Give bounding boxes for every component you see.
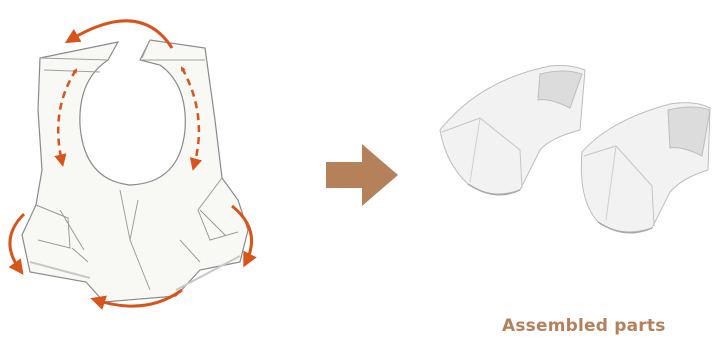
right-arrow-icon — [318, 140, 408, 210]
flat-pattern-shape — [22, 40, 248, 302]
left-assembled-part — [440, 66, 585, 195]
flat-pattern-diagram — [0, 0, 270, 343]
left-side-curved-arrow-icon — [10, 214, 24, 270]
right-assembled-part — [581, 103, 710, 233]
assembled-parts-image — [420, 60, 722, 250]
caption-assembled-parts: Assembled parts — [502, 316, 722, 336]
